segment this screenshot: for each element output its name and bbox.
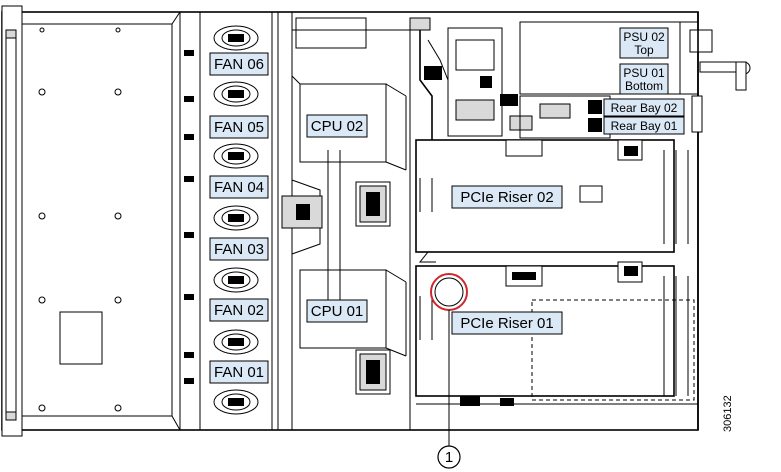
psu-02-label-line2: Top xyxy=(634,43,654,57)
fan-05-label: FAN 05 xyxy=(214,119,264,136)
riser-slots xyxy=(663,150,689,396)
fan-03-label-box xyxy=(209,237,269,261)
pcie-riser-02 xyxy=(415,139,675,253)
internal-cable xyxy=(419,30,433,140)
drive-bay-area xyxy=(21,23,173,417)
cpu-02-label: CPU 02 xyxy=(311,118,364,135)
callout-number: 1 xyxy=(445,449,453,466)
highlighted-component xyxy=(434,277,464,307)
psu-01-label-line1: PSU 01 xyxy=(623,66,665,80)
fan-04-label: FAN 04 xyxy=(214,179,264,196)
fan-06-label: FAN 06 xyxy=(214,56,264,73)
fan-04-label-box xyxy=(209,175,269,199)
fan-06-label-box xyxy=(209,52,269,76)
fan-connectors xyxy=(184,50,194,384)
riser-01-dashed-outline xyxy=(531,299,695,401)
fan-05-label-box xyxy=(209,115,269,139)
cpu-02-heatsink xyxy=(299,83,387,163)
drive-bay-label-plate xyxy=(59,311,103,365)
figure-id: 306132 xyxy=(722,395,734,432)
fan-01-label: FAN 01 xyxy=(214,364,264,381)
cpu-02-retention-clip xyxy=(355,181,391,227)
pcie-riser-01-label: PCIe Riser 01 xyxy=(460,315,553,332)
drive-bay-screws xyxy=(38,27,122,412)
psu-01-label-line2: Bottom xyxy=(625,79,663,93)
pcie-riser-01-label-box xyxy=(451,311,563,335)
controller-board xyxy=(447,27,503,137)
fan-02-label: FAN 02 xyxy=(214,302,264,319)
cpu-01-retention-clip xyxy=(355,349,391,395)
pcie-riser-01 xyxy=(415,265,675,397)
fan-cage xyxy=(199,11,273,431)
pcie-riser-02-label-box xyxy=(451,185,563,209)
chassis-outline xyxy=(1,11,699,431)
cpu-01-heatsink xyxy=(299,269,387,349)
rear-bay-02-label: Rear Bay 02 xyxy=(611,101,678,115)
rear-bay-02-label-box xyxy=(603,98,685,117)
psu-02-label-line1: PSU 02 xyxy=(623,30,665,44)
psu-02-label-box xyxy=(619,27,669,59)
cpu-02-label-box xyxy=(306,114,368,138)
callout-circle xyxy=(437,445,461,469)
cpu-01-label-box xyxy=(306,299,368,323)
rear-bay-01-label: Rear Bay 01 xyxy=(611,119,678,133)
fan-01-label-box xyxy=(209,360,269,384)
psu-handle xyxy=(699,61,741,73)
fan-03-label: FAN 03 xyxy=(214,241,264,258)
pcie-riser-02-label: PCIe Riser 02 xyxy=(460,189,553,206)
fan-02-label-box xyxy=(209,298,269,322)
fan-modules xyxy=(213,25,259,415)
rear-bay-01-label-box xyxy=(603,116,685,135)
psu-01-label-box xyxy=(619,63,669,95)
motherboard-area xyxy=(291,29,411,431)
cpu-01-label: CPU 01 xyxy=(311,303,364,320)
